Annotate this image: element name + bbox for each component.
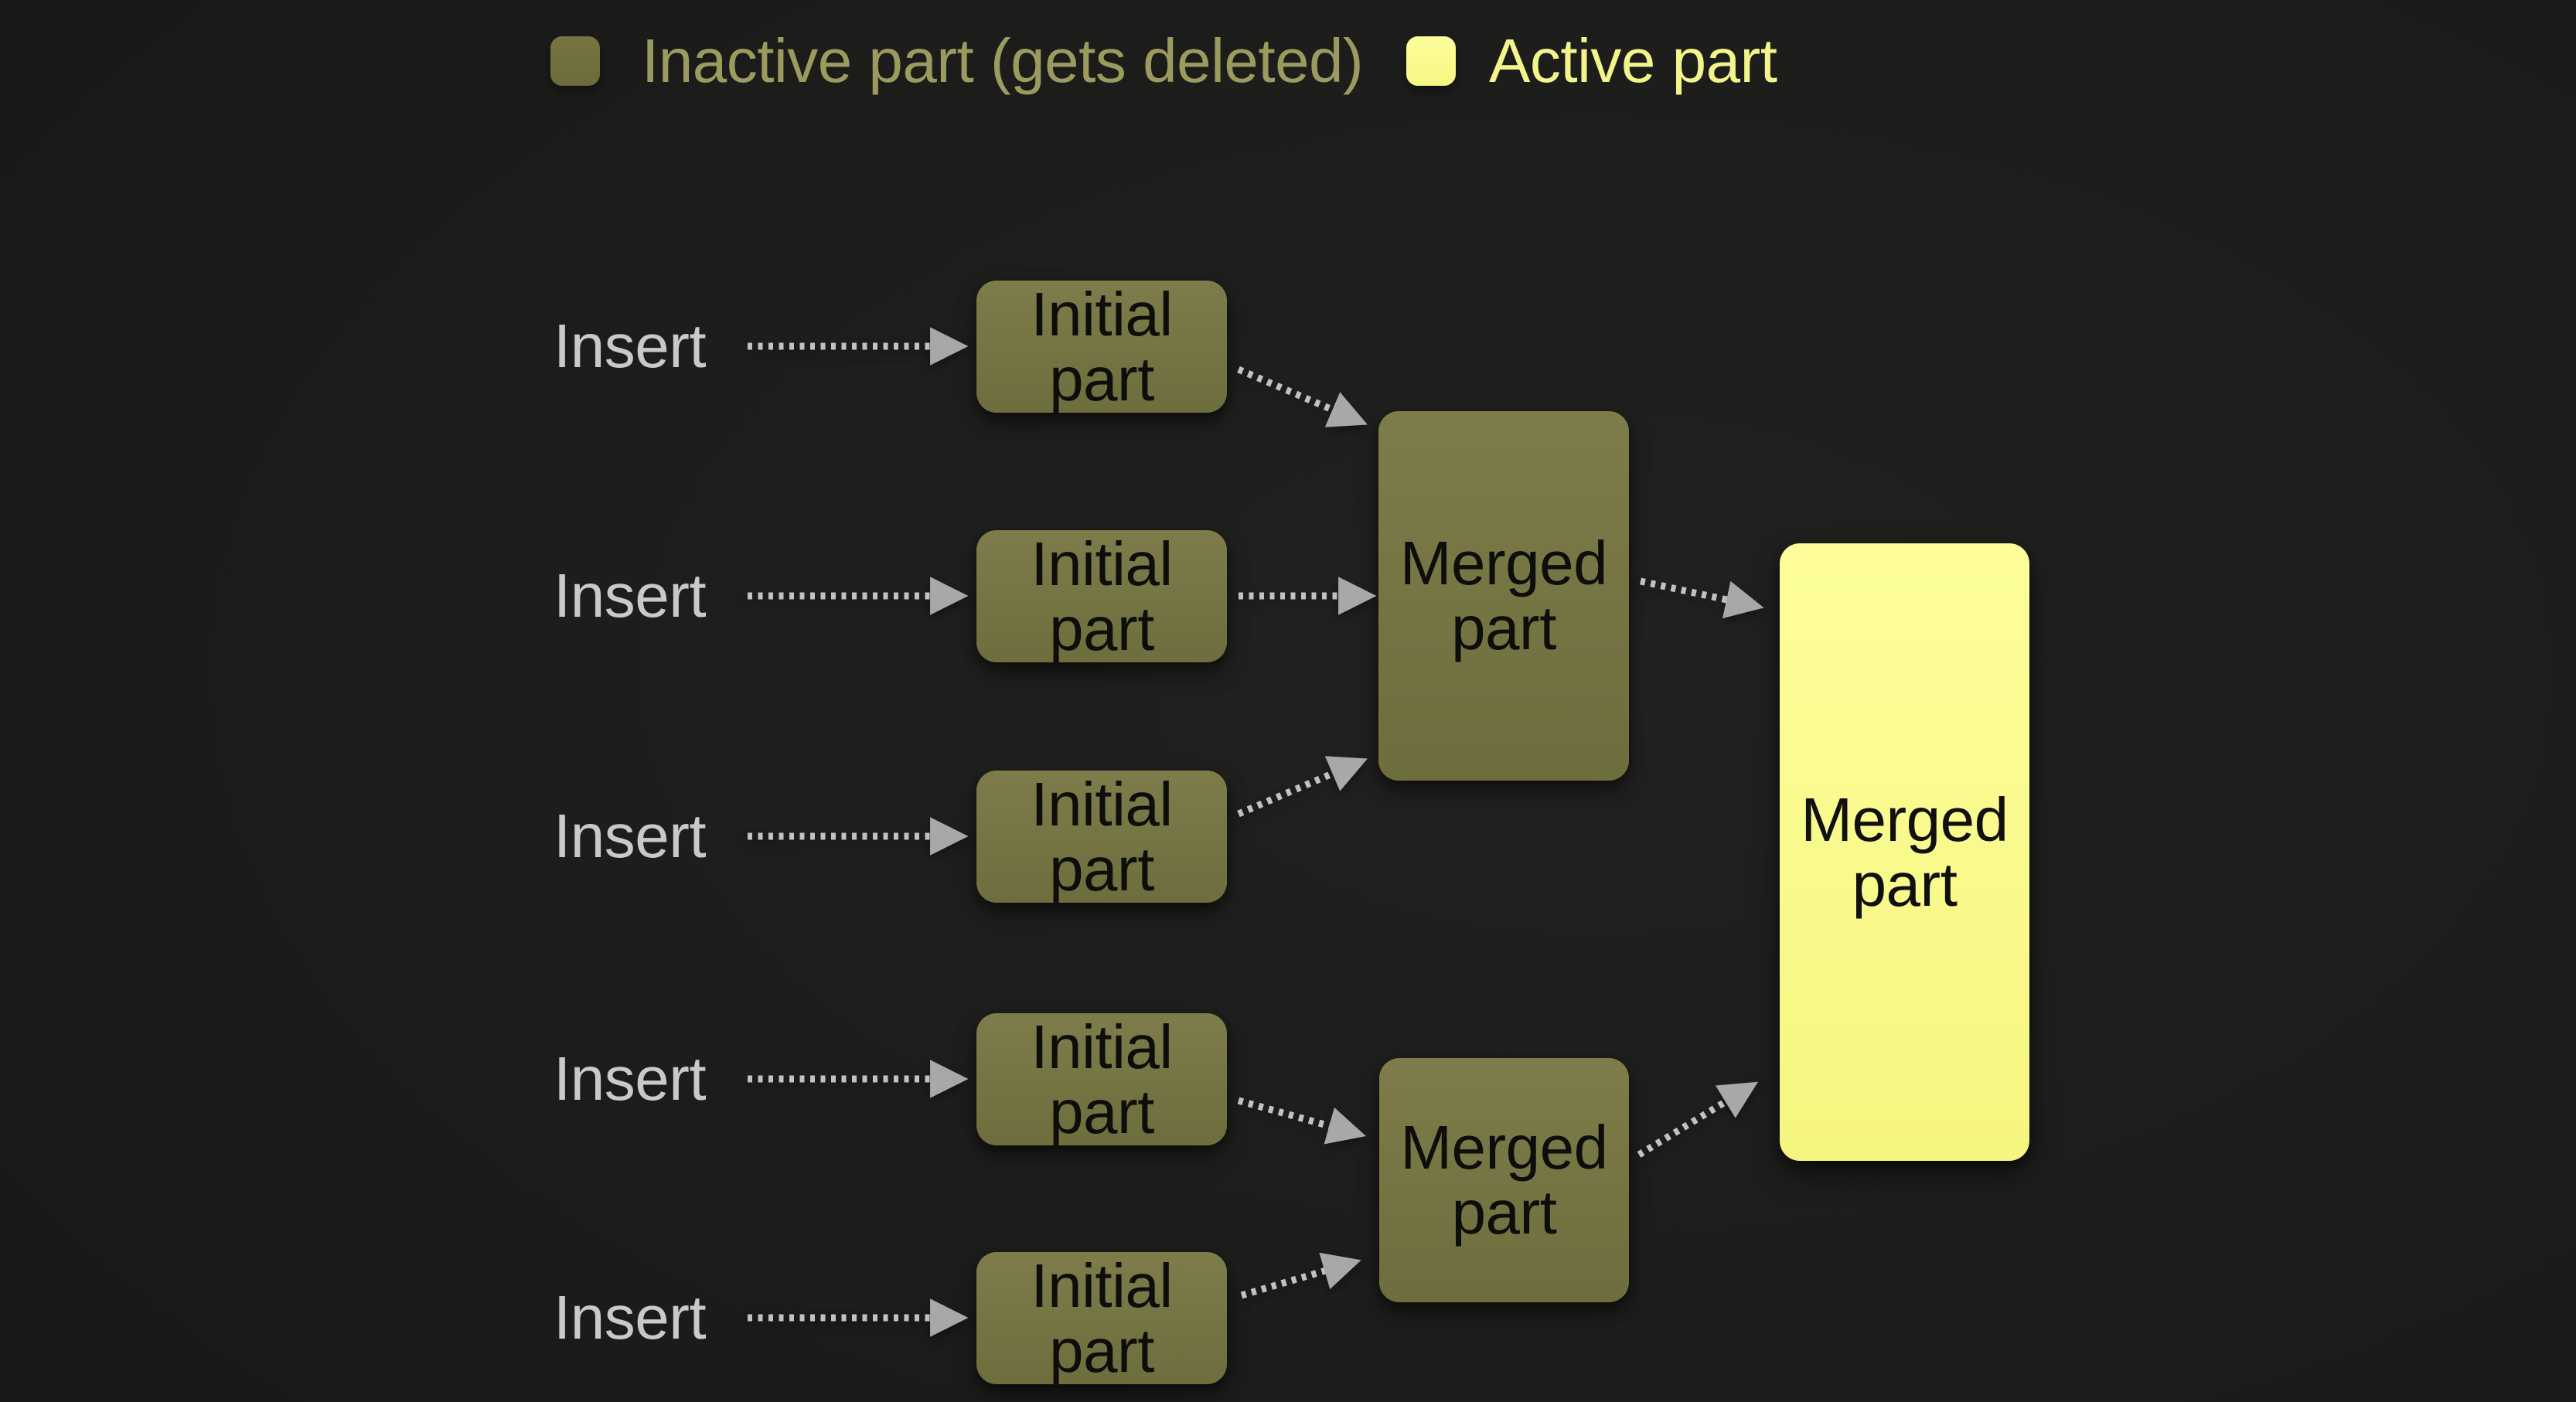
legend-label-inactive: Inactive part (gets deleted) [642,26,1364,95]
arrow-merged2-final [1637,1081,1758,1158]
initial-part-box-3: Initial part [976,771,1227,903]
initial-part-box-5: Initial part [976,1252,1227,1384]
arrow-initial1-merged1 [1237,366,1368,427]
initial-part-box-4: Initial part [976,1013,1227,1145]
arrow-initial4-merged2 [1237,1097,1366,1145]
arrow-initial5-merged2 [1240,1252,1361,1299]
insert-label-5: Insert [554,1283,707,1352]
legend-label-active: Active part [1489,26,1777,95]
insert-label-1: Insert [554,311,707,380]
merged-part-box-1: Merged part [1378,411,1629,781]
insert-label-2: Insert [554,561,707,630]
legend-swatch-inactive [550,36,600,86]
final-merged-part-box: Merged part [1780,543,2029,1161]
initial-part-box-2: Initial part [976,530,1227,662]
insert-label-4: Insert [554,1044,707,1113]
initial-part-box-1: Initial part [976,281,1227,413]
arrow-merged1-final [1640,577,1764,619]
legend-swatch-active [1406,36,1456,86]
arrow-initial3-merged1 [1237,756,1368,818]
legend: Inactive part (gets deleted) Active part [0,0,2576,124]
insert-label-3: Insert [554,801,707,870]
merged-part-box-2: Merged part [1379,1058,1629,1302]
